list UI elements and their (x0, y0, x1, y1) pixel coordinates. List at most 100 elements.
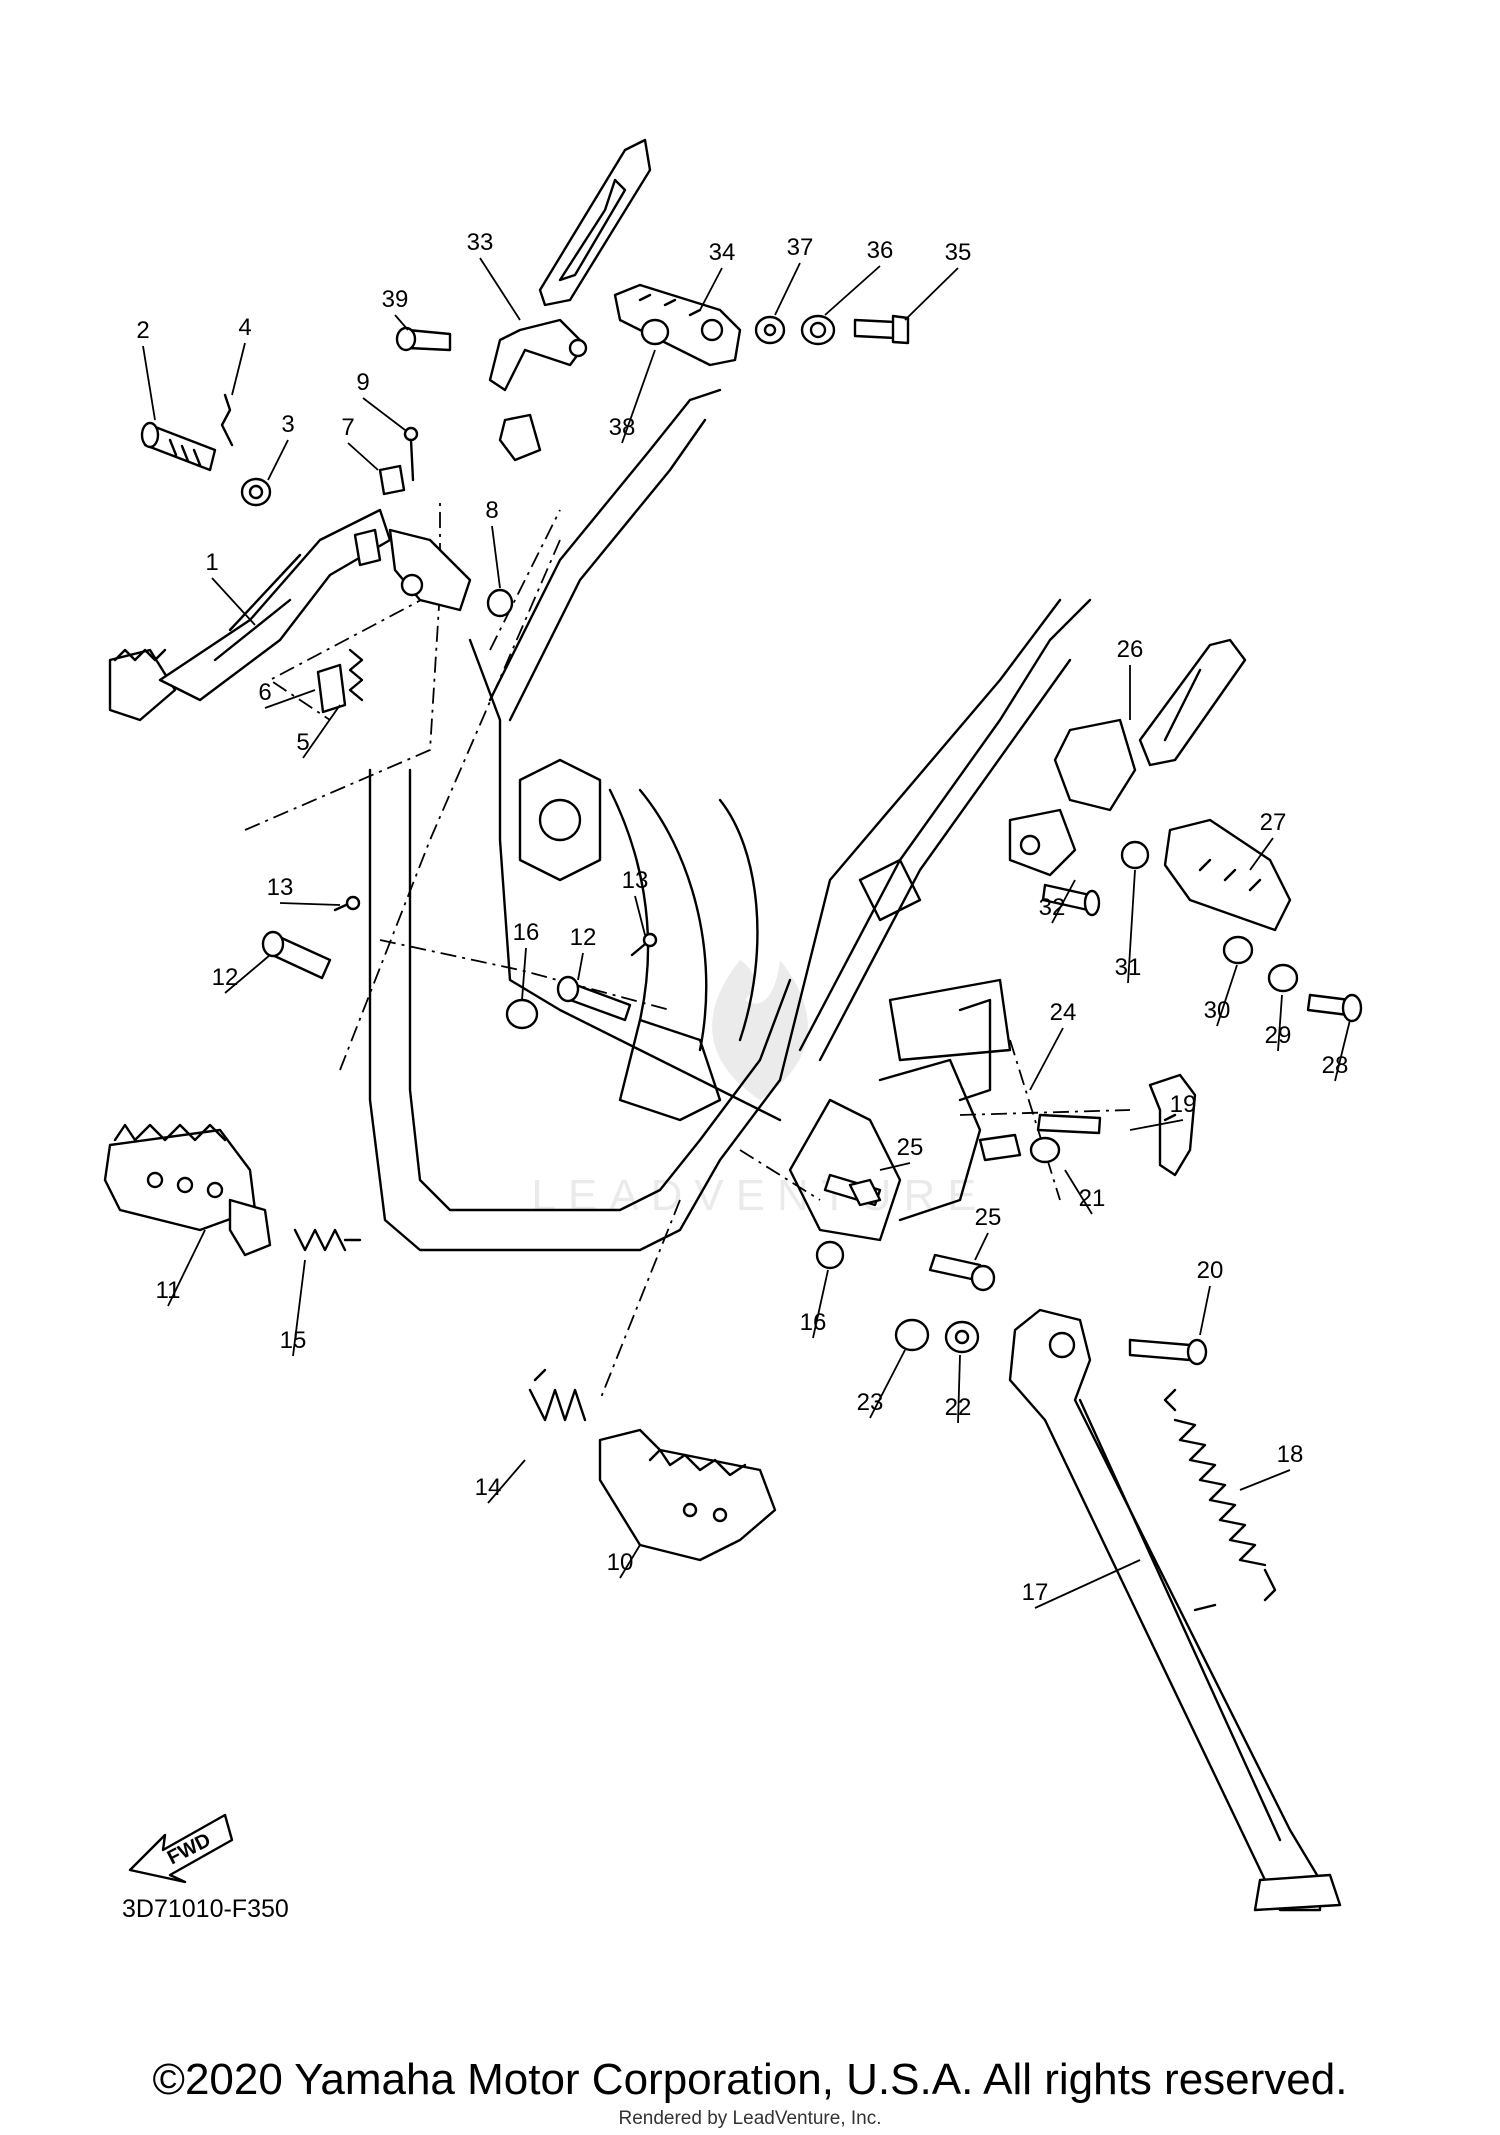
callout-c6: 6 (258, 679, 271, 706)
callout-c16b: 16 (800, 1309, 827, 1336)
callout-leader-c12b (577, 952, 584, 981)
callout-c32: 32 (1039, 894, 1066, 921)
callout-leader-c24 (1029, 1027, 1064, 1091)
fwd-arrow-icon: FWD (128, 1813, 234, 1884)
part-11-footpeg-left (103, 1123, 362, 1257)
callout-leader-c21 (1064, 1169, 1093, 1215)
callout-leader-c33 (479, 257, 521, 321)
callout-leader-c19 (1129, 1119, 1184, 1131)
rendered-by: Rendered by LeadVenture, Inc. (618, 2108, 882, 2129)
callout-c19: 19 (1170, 1091, 1197, 1118)
callout-leader-c22 (957, 1354, 961, 1424)
callout-leader-c9 (362, 397, 406, 431)
callout-leader-c12a (224, 954, 271, 994)
part-34-footpeg (613, 283, 742, 367)
callout-leader-c5 (302, 704, 341, 759)
callout-leader-c34 (699, 267, 723, 311)
frame (368, 388, 1092, 1252)
callout-leader-c2 (142, 345, 156, 421)
callout-leader-c20 (1199, 1285, 1211, 1336)
callout-c9: 9 (356, 369, 369, 396)
callout-leader-c25b (974, 1232, 989, 1261)
parts-brake-hardware (140, 393, 514, 714)
copyright: ©2020 Yamaha Motor Corporation, U.S.A. A… (152, 2055, 1348, 2104)
callout-leader-c32 (1051, 879, 1076, 924)
callout-c13a: 13 (267, 874, 294, 901)
callout-leader-c18 (1239, 1469, 1291, 1491)
callout-c1: 1 (205, 549, 218, 576)
callout-leader-c13b (634, 895, 646, 936)
callout-c12a: 12 (212, 964, 239, 991)
callout-c8: 8 (485, 497, 498, 524)
parts-pins-left (261, 895, 845, 1270)
callout-leader-c28 (1334, 1019, 1351, 1082)
part-17-side-stand (1008, 1308, 1342, 1912)
callout-leader-c27 (1249, 837, 1274, 871)
callout-leader-c10 (619, 1544, 641, 1579)
callout-leader-c31 (1127, 869, 1136, 984)
callout-leader-c8 (491, 525, 501, 589)
callout-c22: 22 (945, 1394, 972, 1421)
callout-c20: 20 (1197, 1257, 1224, 1284)
part-18-spring (1163, 1388, 1277, 1602)
callout-c16a: 16 (513, 919, 540, 946)
watermark-text: LEADVENTURE (531, 1171, 988, 1220)
callout-c25a: 25 (897, 1134, 924, 1161)
hardware-top (395, 314, 910, 352)
callout-c17: 17 (1022, 1579, 1049, 1606)
callout-leader-c29 (1277, 994, 1283, 1052)
callout-c25b: 25 (975, 1204, 1002, 1231)
callout-leader-c15 (292, 1259, 306, 1357)
callout-c5: 5 (296, 729, 309, 756)
callout-c18: 18 (1277, 1441, 1304, 1468)
callout-c12b: 12 (570, 924, 597, 951)
callout-leader-c3 (267, 439, 289, 481)
callout-c15: 15 (280, 1327, 307, 1354)
callout-c10: 10 (607, 1549, 634, 1576)
callout-leader-c16a (521, 947, 527, 1001)
callout-leader-c37 (774, 262, 801, 316)
callout-c24: 24 (1050, 999, 1077, 1026)
part-code: 3D71010-F350 (122, 1895, 289, 1923)
callout-leader-c39 (394, 314, 409, 331)
callout-leader-c1 (211, 577, 256, 626)
callout-leader-c30 (1216, 964, 1238, 1027)
callout-c30: 30 (1204, 997, 1231, 1024)
callout-c35: 35 (945, 239, 972, 266)
callout-leader-c23 (869, 1349, 906, 1419)
callout-leader-c6 (264, 689, 316, 709)
callout-c33: 33 (467, 229, 494, 256)
callout-c7: 7 (341, 414, 354, 441)
callout-c31: 31 (1115, 954, 1142, 981)
assembly-lines (244, 500, 1131, 1401)
callout-c21: 21 (1079, 1185, 1106, 1212)
callout-leader-c13a (279, 902, 341, 906)
callout-c13b: 13 (622, 867, 649, 894)
callout-c34: 34 (709, 239, 736, 266)
part-33-shift-lever (488, 138, 652, 462)
callout-leader-c17 (1034, 1559, 1141, 1609)
callout-c38: 38 (609, 414, 636, 441)
callout-c26: 26 (1117, 636, 1144, 663)
callout-leader-c11 (167, 1229, 206, 1307)
part-10-footpeg-right (528, 1368, 777, 1562)
parts-rear-right (1008, 638, 1363, 1023)
callout-c28: 28 (1322, 1052, 1349, 1079)
callout-leader-c4 (231, 342, 246, 396)
callout-leader-c7 (347, 442, 379, 471)
callout-leader-c25a (879, 1162, 911, 1171)
callout-c39: 39 (382, 286, 409, 313)
callout-c27: 27 (1260, 809, 1287, 836)
callout-leader-c14 (487, 1459, 526, 1504)
callout-c37: 37 (787, 234, 814, 261)
parts-stand-bracket (823, 1073, 1208, 1366)
callout-c3: 3 (281, 411, 294, 438)
callout-leader-c36 (824, 265, 881, 316)
callout-c36: 36 (867, 237, 894, 264)
callout-c4: 4 (238, 314, 251, 341)
callout-c14: 14 (475, 1474, 502, 1501)
callout-c23: 23 (857, 1389, 884, 1416)
part-1-brake-pedal (108, 508, 472, 722)
